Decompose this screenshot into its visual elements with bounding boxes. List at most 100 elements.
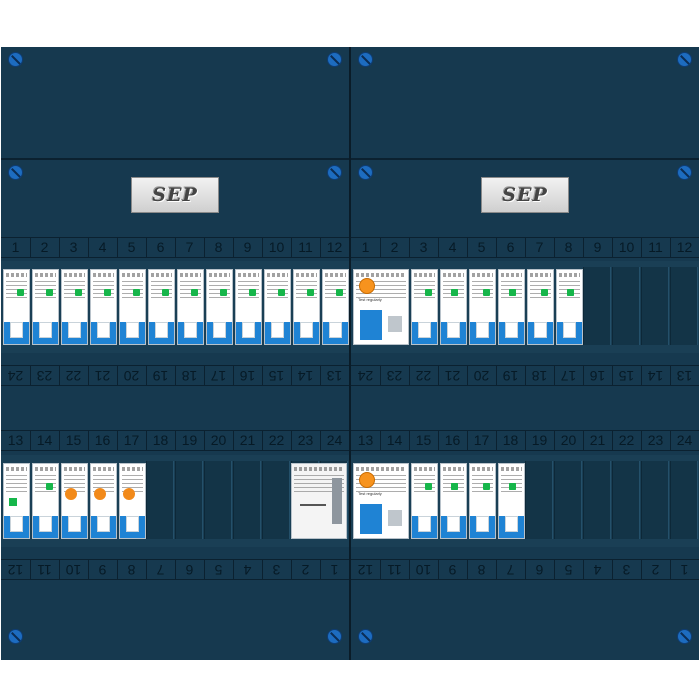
- rcd-toggle[interactable]: [360, 504, 382, 534]
- circuit-breaker[interactable]: [148, 269, 175, 345]
- circuit-breaker[interactable]: [469, 463, 496, 539]
- circuit-breaker[interactable]: [32, 463, 59, 539]
- switch-toggle[interactable]: [4, 516, 29, 538]
- device-label-strip: [64, 273, 85, 277]
- rcd-breaker[interactable]: [61, 463, 88, 539]
- breaker-toggle[interactable]: [62, 516, 87, 538]
- slot-divider: [59, 431, 60, 450]
- slot-number: 14: [647, 368, 664, 384]
- slot-divider: [641, 366, 642, 385]
- slot-number: 3: [272, 562, 281, 578]
- breaker-toggle[interactable]: [62, 322, 87, 344]
- slot-number: 17: [473, 432, 490, 448]
- breaker-toggle[interactable]: [470, 516, 495, 538]
- circuit-breaker[interactable]: [61, 269, 88, 345]
- rcd-toggle[interactable]: [360, 310, 382, 340]
- toggle-lever-icon: [242, 322, 255, 338]
- slot-divider: [554, 560, 555, 579]
- breaker-toggle[interactable]: [441, 516, 466, 538]
- device-label-strip: [294, 467, 344, 471]
- device-label-strip: [501, 467, 522, 471]
- test-button-icon[interactable]: [94, 488, 106, 500]
- slot-divider: [467, 238, 468, 257]
- circuit-breaker[interactable]: [90, 269, 117, 345]
- breaker-toggle[interactable]: [265, 322, 290, 344]
- slot-divider: [88, 560, 89, 579]
- slot-number: 15: [268, 368, 285, 384]
- circuit-breaker[interactable]: [293, 269, 320, 345]
- circuit-breaker[interactable]: [322, 269, 349, 345]
- circuit-breaker[interactable]: [264, 269, 291, 345]
- breaker-toggle[interactable]: [557, 322, 582, 344]
- device-label-strip: [93, 467, 114, 471]
- slot-number: 10: [268, 239, 285, 255]
- breaker-toggle[interactable]: [91, 516, 116, 538]
- rcbo-breaker[interactable]: [556, 269, 583, 345]
- breaker-toggle[interactable]: [470, 322, 495, 344]
- breaker-toggle[interactable]: [120, 322, 145, 344]
- circuit-breaker[interactable]: [469, 269, 496, 345]
- breaker-toggle[interactable]: [33, 322, 58, 344]
- rcbo-breaker[interactable]: [498, 463, 525, 539]
- test-button-icon[interactable]: [359, 472, 375, 488]
- slot-divider: [409, 560, 410, 579]
- toggle-lever-icon: [126, 322, 139, 338]
- circuit-breaker[interactable]: [119, 269, 146, 345]
- breaker-toggle[interactable]: [91, 322, 116, 344]
- circuit-breaker[interactable]: [235, 269, 262, 345]
- module-window-icon: [332, 478, 342, 524]
- circuit-breaker[interactable]: [527, 269, 554, 345]
- test-button-icon[interactable]: [65, 488, 77, 500]
- breaker-toggle[interactable]: [412, 322, 437, 344]
- status-indicator-icon: [133, 289, 140, 296]
- slot-divider: [670, 431, 671, 450]
- test-button-icon[interactable]: [359, 278, 375, 294]
- breaker-toggle[interactable]: [528, 322, 553, 344]
- rcd-breaker[interactable]: [119, 463, 146, 539]
- rcbo-breaker[interactable]: [440, 269, 467, 345]
- breaker-toggle[interactable]: [294, 322, 319, 344]
- circuit-breaker[interactable]: [3, 269, 30, 345]
- residual-current-device[interactable]: Test regularly: [353, 463, 409, 539]
- rcd-breaker[interactable]: [90, 463, 117, 539]
- circuit-breaker[interactable]: [177, 269, 204, 345]
- slot-divider: [146, 431, 147, 450]
- screw-icon: [358, 629, 373, 644]
- breaker-toggle[interactable]: [499, 516, 524, 538]
- breaker-toggle[interactable]: [323, 322, 348, 344]
- circuit-breaker[interactable]: [411, 269, 438, 345]
- slot-number: 8: [564, 239, 573, 255]
- slot-divider: [438, 431, 439, 450]
- circuit-breaker[interactable]: [206, 269, 233, 345]
- breaker-toggle[interactable]: [236, 322, 261, 344]
- breaker-toggle[interactable]: [207, 322, 232, 344]
- slot-number: 19: [502, 368, 519, 384]
- toggle-lever-icon: [534, 322, 547, 338]
- slot-divider: [583, 366, 584, 385]
- slot-number: 3: [419, 239, 428, 255]
- rcbo-breaker[interactable]: [440, 463, 467, 539]
- breaker-toggle[interactable]: [499, 322, 524, 344]
- breaker-toggle[interactable]: [412, 516, 437, 538]
- slot-divider: [175, 238, 176, 257]
- breaker-toggle[interactable]: [4, 322, 29, 344]
- main-switch[interactable]: [3, 463, 30, 539]
- breaker-toggle[interactable]: [33, 516, 58, 538]
- device-label-strip: [6, 273, 27, 277]
- surge-protection-device[interactable]: [291, 463, 347, 539]
- test-button-icon[interactable]: [123, 488, 135, 500]
- circuit-breaker[interactable]: [411, 463, 438, 539]
- breaker-toggle[interactable]: [149, 322, 174, 344]
- circuit-breaker[interactable]: [32, 269, 59, 345]
- rcbo-breaker[interactable]: [498, 269, 525, 345]
- slot-divider: [30, 366, 31, 385]
- toggle-lever-icon: [505, 322, 518, 338]
- breaker-toggle[interactable]: [178, 322, 203, 344]
- slot-divider: [59, 238, 60, 257]
- breaker-toggle[interactable]: [441, 322, 466, 344]
- slot-divider: [525, 366, 526, 385]
- residual-current-device[interactable]: Test regularly: [353, 269, 409, 345]
- breaker-toggle[interactable]: [120, 516, 145, 538]
- status-indicator-icon: [336, 289, 343, 296]
- slot-divider: [583, 238, 584, 257]
